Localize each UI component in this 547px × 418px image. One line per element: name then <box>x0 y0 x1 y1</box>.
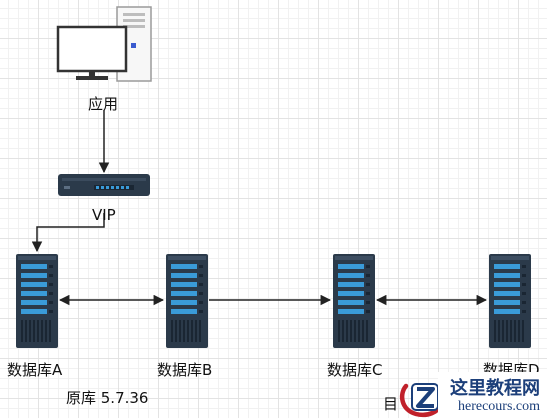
computer-icon <box>56 6 152 82</box>
label-source: 原库 5.7.36 <box>66 389 149 407</box>
server-icon-b <box>166 254 208 348</box>
watermark-title: 这里教程网 <box>450 378 540 399</box>
label-db-a: 数据库A <box>7 361 63 379</box>
switch-icon <box>58 174 150 196</box>
watermark: 这里教程网 herecours.com <box>398 372 547 418</box>
label-target: 目 <box>383 395 399 413</box>
arrow-vip-to-db-a <box>31 213 105 253</box>
watermark-background <box>438 372 547 418</box>
server-icon-d <box>489 254 531 348</box>
watermark-logo-icon <box>399 383 445 418</box>
watermark-url: herecours.com <box>458 399 541 414</box>
label-db-c: 数据库C <box>327 361 383 379</box>
label-db-b: 数据库B <box>157 361 213 379</box>
label-vip: VIP <box>92 206 116 224</box>
server-icon-c <box>333 254 375 348</box>
server-icon-a <box>16 254 58 348</box>
label-app: 应用 <box>88 95 119 113</box>
